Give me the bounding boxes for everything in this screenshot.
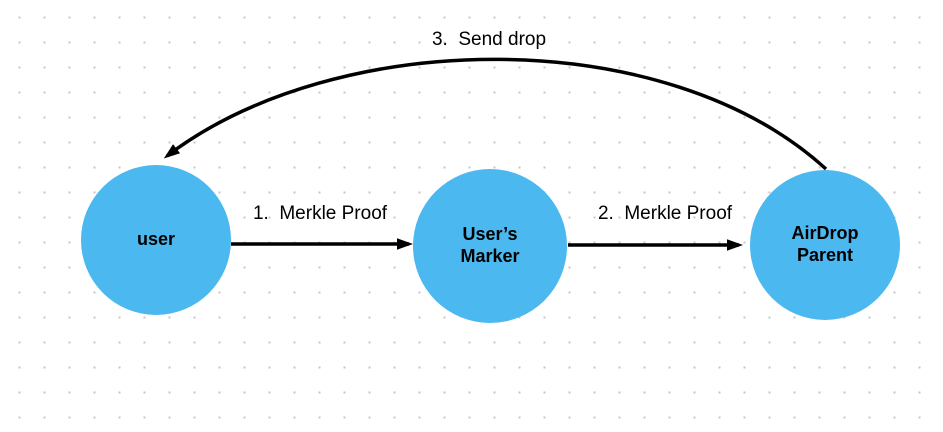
- node-user-label: user: [136, 229, 176, 250]
- node-user[interactable]: user: [81, 165, 231, 315]
- edge-send-drop-arrow[interactable]: [163, 57, 828, 171]
- edge-merkle-proof-1-label: 1. Merkle Proof: [252, 203, 388, 224]
- edge-send-drop-label: 3. Send drop: [431, 29, 547, 50]
- node-airdrop-parent[interactable]: AirDrop Parent: [750, 170, 900, 320]
- node-users-marker[interactable]: User’s Marker: [413, 169, 567, 323]
- node-airdrop-parent-label: AirDrop Parent: [791, 223, 859, 265]
- edges-group: [163, 57, 828, 251]
- edge-merkle-proof-2-label: 2. Merkle Proof: [597, 203, 733, 224]
- node-users-marker-label: User’s Marker: [460, 224, 520, 266]
